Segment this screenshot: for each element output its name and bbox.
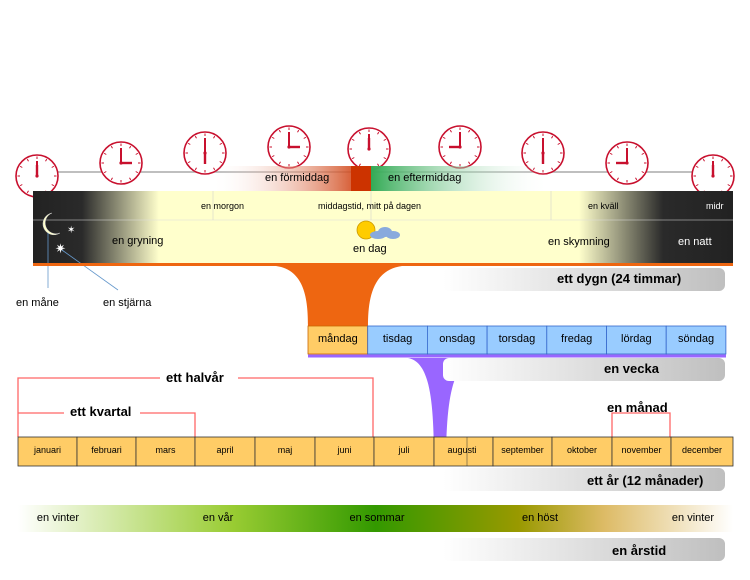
ar-caption-bar — [443, 468, 725, 491]
cloud-icon — [370, 227, 400, 239]
season-label-vinter-2: en vinter — [671, 512, 715, 524]
week-day-label: lördag — [621, 333, 652, 345]
month-cell: april — [194, 436, 256, 467]
dygn-caption: ett dygn (24 timmar) — [557, 271, 682, 286]
week-day-label: torsdag — [499, 333, 536, 345]
clock-icon — [521, 131, 565, 175]
week-day-cell: tisdag — [367, 325, 428, 355]
week-day-cell: lördag — [606, 325, 667, 355]
small-star-icon: ✶ — [67, 225, 75, 236]
month-cell: juni — [314, 436, 375, 467]
formiddag-band — [211, 166, 371, 191]
clock-icon — [183, 131, 227, 175]
month-cell: november — [611, 436, 672, 467]
kvall-label: en kväll — [588, 201, 619, 211]
week-day-cell: måndag — [307, 325, 369, 355]
month-cell: mars — [135, 436, 196, 467]
arstid-caption: en årstid — [612, 543, 667, 558]
vecka-caption: en vecka — [604, 361, 659, 376]
clock-icon — [15, 154, 59, 198]
month-label: juni — [336, 445, 351, 455]
vecka-caption-bar — [443, 358, 725, 381]
season-label-vinter: en vinter — [36, 512, 80, 524]
halvar-label: ett halvår — [166, 370, 224, 385]
month-cell: december — [670, 436, 734, 467]
formiddag-label: en förmiddag — [265, 172, 330, 184]
week-day-cell: söndag — [665, 325, 727, 355]
ar-caption: ett år (12 månader) — [587, 473, 704, 488]
month-cell: januari — [17, 436, 78, 467]
star-icon: ✷ — [55, 241, 66, 256]
gryning-label: en gryning — [112, 235, 164, 247]
clock-icon — [605, 141, 649, 185]
mane-label: en måne — [16, 297, 59, 309]
moon-icon — [42, 212, 61, 236]
dygn-caption-bar — [443, 268, 725, 291]
season-label-host: en höst — [521, 512, 559, 524]
week-day-label: fredag — [561, 333, 592, 345]
middag-label: middagstid, mitt på dagen — [318, 201, 422, 211]
star-pointer — [61, 249, 119, 291]
month-cell: september — [492, 436, 553, 467]
week-day-label: måndag — [318, 333, 358, 345]
dygn-line — [33, 263, 733, 266]
season-label-var: en vår — [202, 512, 234, 524]
month-cell: maj — [254, 436, 316, 467]
clock-icon — [691, 154, 735, 198]
month-label: augusti — [447, 445, 476, 455]
month-label: september — [501, 445, 544, 455]
eftermiddag-label: en eftermiddag — [388, 172, 462, 184]
kvartal-label: ett kvartal — [70, 404, 132, 419]
month-label: december — [682, 445, 722, 455]
month-label: mars — [156, 445, 176, 455]
month-cell: oktober — [551, 436, 613, 467]
week-funnel — [408, 358, 476, 466]
dygn-funnel — [276, 266, 402, 326]
dag-label: en dag — [353, 243, 387, 255]
week-day-label: tisdag — [383, 333, 412, 345]
month-label: april — [216, 445, 233, 455]
clock-icon — [438, 125, 482, 169]
manad-label: en månad — [607, 400, 668, 415]
month-cell: februari — [76, 436, 137, 467]
month-cell: augusti — [433, 436, 494, 467]
month-label: juli — [397, 445, 409, 455]
day-bar-ticks — [212, 191, 552, 220]
week-day-cell: torsdag — [486, 325, 548, 355]
formiddag-band-solid — [351, 166, 371, 191]
skymning-label: en skymning — [548, 236, 610, 248]
month-label: november — [621, 445, 661, 455]
week-day-cell: onsdag — [426, 325, 488, 355]
clock-icon — [347, 127, 391, 171]
natt-label: en natt — [678, 236, 712, 248]
day-bar — [33, 191, 733, 263]
year-brackets — [17, 377, 671, 437]
eftermiddag-band — [371, 166, 551, 191]
morgon-label: en morgon — [201, 201, 245, 211]
midnatt-label: midr — [706, 201, 724, 211]
season-label-sommar: en sommar — [349, 512, 405, 524]
month-label: maj — [278, 445, 293, 455]
week-day-label: söndag — [678, 333, 714, 345]
arstid-caption-bar — [443, 538, 725, 561]
clock-icon — [99, 141, 143, 185]
month-label: oktober — [567, 445, 597, 455]
month-cell: juli — [373, 436, 435, 467]
clock-icon — [267, 125, 311, 169]
week-day-label: onsdag — [439, 333, 475, 345]
month-label: januari — [33, 445, 61, 455]
week-day-cell: fredag — [546, 325, 607, 355]
stjarna-label: en stjärna — [103, 297, 152, 309]
month-label: februari — [91, 445, 122, 455]
season-bar — [18, 505, 733, 532]
